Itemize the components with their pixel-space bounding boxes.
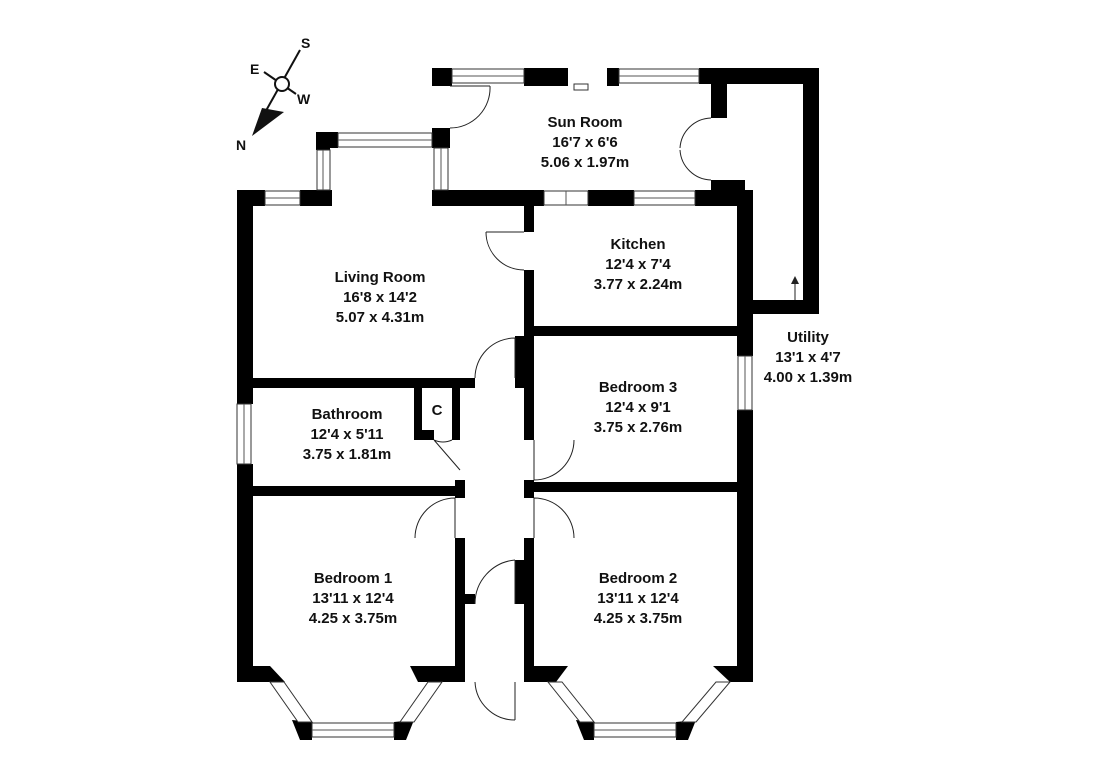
bedroom-3-imperial: 12'4 x 9'1: [605, 399, 671, 416]
living-room-name: Living Room: [335, 269, 426, 286]
bedroom-2-metric: 4.25 x 3.75m: [594, 610, 682, 627]
room-labels: Sun Room 16'7 x 6'6 5.06 x 1.97m Kitchen…: [303, 114, 852, 627]
door: [533, 439, 575, 481]
walls: [237, 68, 819, 740]
kitchen-imperial: 12'4 x 7'4: [605, 256, 671, 273]
utility-metric: 4.00 x 1.39m: [764, 369, 852, 386]
living-room-metric: 5.07 x 4.31m: [336, 309, 424, 326]
bedroom-1-metric: 4.25 x 3.75m: [309, 610, 397, 627]
compass-circle: [274, 76, 290, 92]
doors: [414, 83, 799, 721]
door: [474, 681, 516, 721]
door: [474, 337, 516, 379]
window: [269, 681, 313, 723]
door: [414, 497, 456, 539]
bathroom-name: Bathroom: [312, 406, 383, 423]
door: [474, 559, 516, 605]
bathroom-imperial: 12'4 x 5'11: [310, 426, 383, 443]
bedroom-3-name: Bedroom 3: [599, 379, 677, 396]
bathroom-metric: 3.75 x 1.81m: [303, 446, 391, 463]
compass-w: W: [297, 91, 311, 107]
window: [546, 681, 596, 723]
living-room-imperial: 16'8 x 14'2: [343, 289, 417, 306]
compass-e: E: [250, 61, 259, 77]
sun-room-name: Sun Room: [548, 114, 623, 131]
step-marker: [573, 83, 589, 91]
utility-name: Utility: [787, 329, 829, 346]
door: [679, 117, 712, 181]
bedroom-1-name: Bedroom 1: [314, 570, 392, 587]
bedroom-2-imperial: 13'11 x 12'4: [597, 590, 679, 607]
compass: S E W N: [236, 35, 311, 153]
compass-n: N: [236, 137, 246, 153]
compass-s: S: [301, 35, 310, 51]
window: [680, 681, 732, 723]
door: [485, 231, 525, 271]
bedroom-2-name: Bedroom 2: [599, 570, 677, 587]
window: [399, 681, 443, 723]
kitchen-metric: 3.77 x 2.24m: [594, 276, 682, 293]
sun-room-metric: 5.06 x 1.97m: [541, 154, 629, 171]
door: [533, 497, 575, 539]
bedroom-1-imperial: 13'11 x 12'4: [312, 590, 394, 607]
windows: [236, 68, 753, 738]
utility-imperial: 13'1 x 4'7: [775, 349, 841, 366]
compass-arrow-icon: [252, 108, 284, 136]
door: [449, 85, 491, 129]
cupboard-name: C: [432, 402, 443, 419]
arrow-up-icon: [791, 276, 799, 284]
kitchen-name: Kitchen: [610, 236, 665, 253]
door: [433, 439, 461, 471]
sun-room-imperial: 16'7 x 6'6: [552, 134, 618, 151]
bedroom-3-metric: 3.75 x 2.76m: [594, 419, 682, 436]
